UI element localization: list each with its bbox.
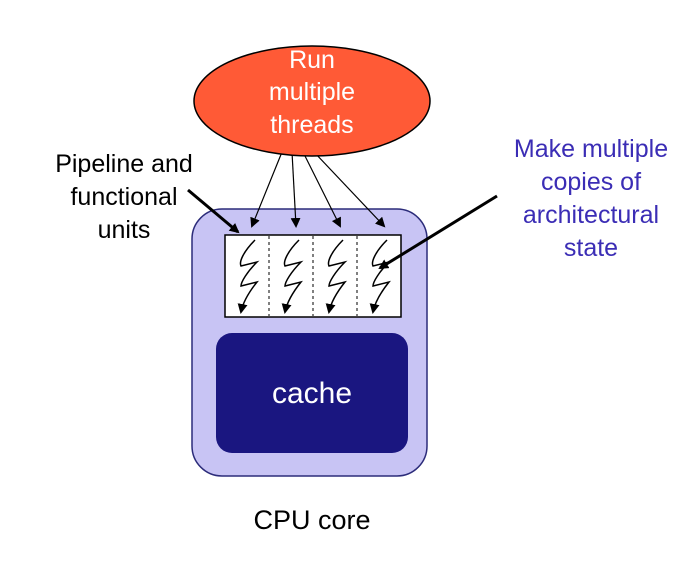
ellipse-line-3: threads	[270, 111, 353, 139]
ellipse-line-2: multiple	[269, 78, 355, 106]
cache-box	[216, 333, 408, 453]
right-label-line-1: Make multiple	[514, 135, 668, 163]
thread-arrow	[302, 151, 341, 228]
cache-label: cache	[272, 377, 352, 410]
thread-zigzag	[237, 239, 260, 314]
ellipse-line-1: Run	[289, 46, 335, 74]
right-label-line-3: architectural	[523, 201, 659, 229]
threads-ellipse	[193, 45, 431, 157]
right-label-line-4: state	[564, 234, 618, 262]
right-label-arrow	[378, 194, 498, 270]
thread-zigzag	[281, 239, 304, 314]
left-label-arrow	[187, 188, 240, 234]
cpu-core-caption: CPU core	[253, 505, 370, 535]
thread-arrow	[250, 151, 283, 228]
right-label-line-2: copies of	[541, 168, 641, 196]
left-label-line-3: units	[98, 216, 151, 244]
thread-zigzag	[369, 239, 392, 314]
thread-arrow	[290, 151, 301, 228]
thread-zigzag	[325, 239, 348, 314]
thread-arrow	[313, 151, 386, 228]
left-label-line-2: functional	[70, 183, 177, 211]
left-label-line-1: Pipeline and	[55, 150, 193, 178]
